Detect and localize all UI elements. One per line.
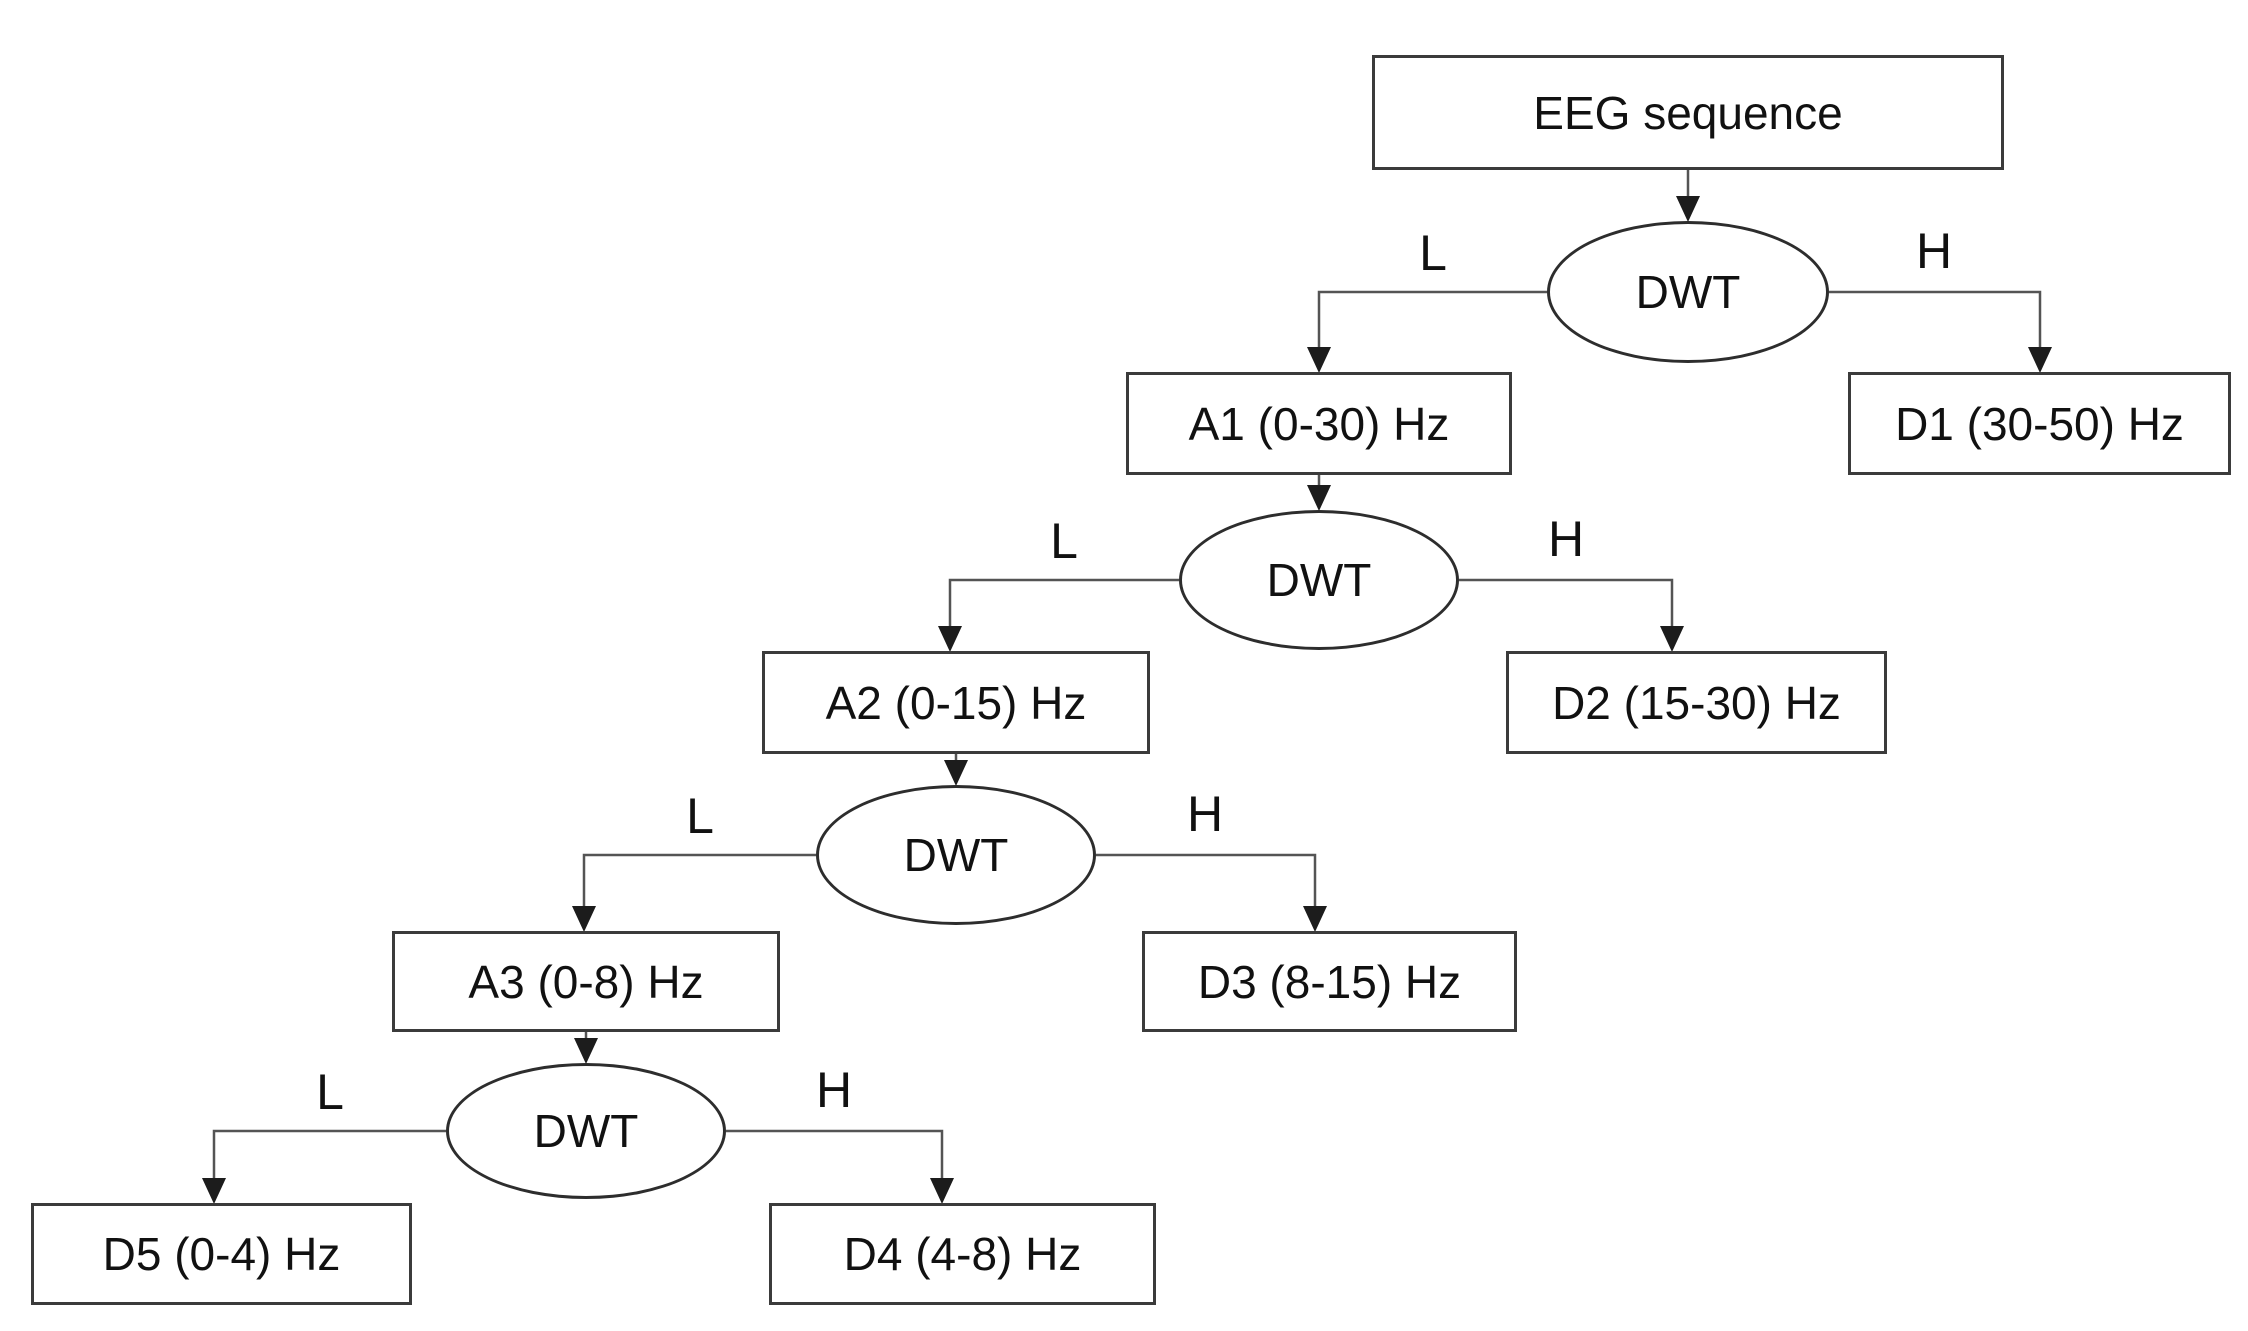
node-d3-output: D3 (8-15) Hz xyxy=(1142,931,1517,1032)
node-eeg-sequence: EEG sequence xyxy=(1372,55,2004,170)
dwt-node-level2: DWT xyxy=(1179,510,1459,650)
branch-label-high-1: H xyxy=(1915,223,1953,279)
branch-l1 xyxy=(1317,290,1547,349)
arrowhead-icon xyxy=(1303,906,1327,932)
dwt-node-level4: DWT xyxy=(446,1063,726,1199)
branch-label-high-3: H xyxy=(1186,786,1224,842)
arrowhead-icon xyxy=(2028,347,2052,373)
arrowhead-icon xyxy=(1676,196,1700,222)
node-d1-output: D1 (30-50) Hz xyxy=(1848,372,2231,475)
node-d5-output: D5 (0-4) Hz xyxy=(31,1203,412,1305)
branch-l4 xyxy=(212,1129,446,1180)
arrowhead-icon xyxy=(1307,347,1331,373)
node-a2-output: A2 (0-15) Hz xyxy=(762,651,1150,754)
branch-h3 xyxy=(1096,853,1317,908)
branch-label-high-2: H xyxy=(1547,511,1585,567)
dwt-node-level3: DWT xyxy=(816,785,1096,925)
branch-label-low-2: L xyxy=(1050,513,1078,569)
branch-label-high-4: H xyxy=(815,1062,853,1118)
node-a3-output: A3 (0-8) Hz xyxy=(392,931,780,1032)
branch-l3 xyxy=(582,853,816,908)
node-a1-output: A1 (0-30) Hz xyxy=(1126,372,1512,475)
arrowhead-icon xyxy=(1660,626,1684,652)
dwt-node-level1: DWT xyxy=(1547,221,1829,363)
branch-h2 xyxy=(1459,578,1674,628)
arrowhead-icon xyxy=(1307,485,1331,511)
arrowhead-icon xyxy=(572,906,596,932)
arrowhead-icon xyxy=(938,626,962,652)
branch-l2 xyxy=(948,578,1179,628)
arrowhead-icon xyxy=(944,760,968,786)
arrowhead-icon xyxy=(574,1038,598,1064)
node-d4-output: D4 (4-8) Hz xyxy=(769,1203,1156,1305)
node-d2-output: D2 (15-30) Hz xyxy=(1506,651,1887,754)
branch-h1 xyxy=(1829,290,2042,349)
branch-label-low-1: L xyxy=(1419,225,1447,281)
branch-label-low-3: L xyxy=(686,788,714,844)
branch-label-low-4: L xyxy=(316,1064,344,1120)
arrowhead-icon xyxy=(930,1178,954,1204)
arrowhead-icon xyxy=(202,1178,226,1204)
branch-h4 xyxy=(726,1129,944,1180)
